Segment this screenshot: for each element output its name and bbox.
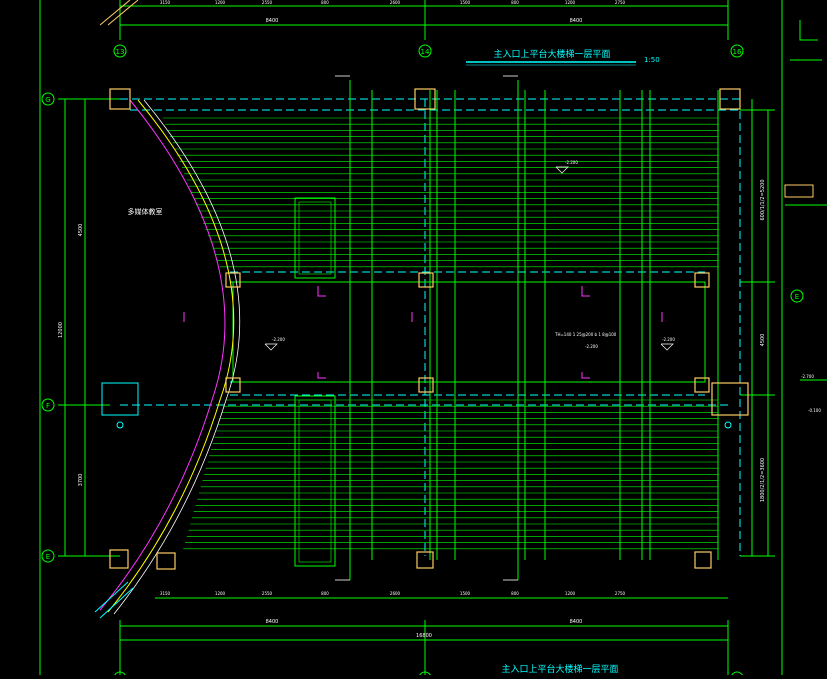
top-dim-0: 3150 bbox=[160, 0, 171, 5]
railing-end-top bbox=[99, 0, 139, 26]
right-detail bbox=[784, 20, 827, 381]
grid-label-14-top: 14 bbox=[421, 48, 430, 56]
bottom-dim-0: 3150 bbox=[160, 591, 171, 596]
grid-bubble-E bbox=[41, 549, 55, 563]
landing-platform bbox=[232, 281, 706, 383]
bottom-dim-8: 2750 bbox=[615, 591, 626, 596]
bottom-dim-7: 1200 bbox=[565, 591, 576, 596]
rebar-marks bbox=[183, 286, 663, 379]
right-dim-2: 4500 bbox=[760, 334, 766, 347]
top-dim-8: 2750 bbox=[615, 0, 626, 5]
top-dim-7: 1200 bbox=[565, 0, 576, 5]
grid-bubble-E-right bbox=[790, 289, 804, 303]
left-dim-2: 12000 bbox=[58, 322, 64, 338]
grid-bubble-14-top bbox=[418, 44, 432, 58]
slab-opening-upper bbox=[294, 197, 336, 279]
grid-bubble-F bbox=[41, 398, 55, 412]
left-dim-3: 3700 bbox=[78, 474, 84, 487]
structural-columns bbox=[109, 88, 749, 570]
drawing-title-bottom: 主入口上平台大楼梯一层平面 bbox=[501, 663, 618, 675]
bottom-total-dim-3: 16800 bbox=[416, 633, 432, 639]
grid-bubble-G bbox=[41, 92, 55, 106]
grid-bubble-13-top bbox=[113, 44, 127, 58]
drawing-title-top: 主入口上平台大楼梯一层平面 bbox=[493, 48, 610, 60]
bottom-dimension-chain bbox=[119, 597, 729, 675]
grid-label-13-top: 13 bbox=[116, 48, 125, 56]
top-dim-3: 800 bbox=[321, 0, 329, 5]
grid-bubble-16-top bbox=[730, 44, 744, 58]
top-dim-4: 2600 bbox=[390, 0, 401, 5]
top-total-dim-2: 8400 bbox=[570, 18, 583, 24]
railing-end bbox=[94, 581, 134, 619]
bottom-dim-1: 1200 bbox=[215, 591, 226, 596]
elevation-2: -2.200 bbox=[565, 160, 578, 165]
top-dim-2: 2550 bbox=[262, 0, 273, 5]
slab-opening-lower bbox=[294, 395, 336, 567]
pipe-symbol-right bbox=[724, 421, 732, 429]
right-section-elev: -0.100 bbox=[808, 408, 821, 413]
grid-label-F: F bbox=[46, 402, 50, 410]
grid-label-G: G bbox=[45, 96, 50, 104]
section-markers bbox=[335, 75, 518, 581]
right-dimension-chain bbox=[740, 99, 775, 557]
right-dim-1: 600/1/1/2=5200 bbox=[760, 179, 766, 220]
bottom-dim-5: 1500 bbox=[460, 591, 471, 596]
top-total-dim-1: 8400 bbox=[266, 18, 279, 24]
stair-note: TH=140 1 25@200 b 1 8@100 bbox=[554, 332, 617, 337]
left-dimension-chain bbox=[60, 98, 95, 557]
right-dim-3: 1800/2/1/2=3600 bbox=[760, 458, 766, 502]
elevation-3: -2.200 bbox=[662, 337, 675, 342]
slab-opening-upper-inner bbox=[298, 201, 332, 275]
elevation-marks bbox=[264, 166, 674, 351]
elevation-1: -2.200 bbox=[272, 337, 285, 342]
stair-stringers bbox=[349, 80, 719, 580]
left-dim-1: 4500 bbox=[78, 224, 84, 237]
bottom-dimension-texts: 3150 1200 2550 800 2600 1500 800 1200 2750 bbox=[160, 591, 626, 596]
stair-treads bbox=[163, 117, 718, 550]
drawing-scale-top: 1:50 bbox=[644, 56, 660, 64]
bottom-dim-3: 800 bbox=[321, 591, 329, 596]
row-grid-lines bbox=[58, 98, 120, 557]
slab-opening-lower-inner bbox=[298, 399, 332, 563]
bottom-dim-2: 2550 bbox=[262, 591, 273, 596]
bottom-dim-4: 2600 bbox=[390, 591, 401, 596]
pipe-symbol-left bbox=[116, 421, 124, 429]
elevation-5: -2.200 bbox=[585, 344, 598, 349]
bottom-total-dim-2: 8400 bbox=[570, 619, 583, 625]
top-dimension-texts: 3150 1200 2550 800 2600 1500 800 1200 2750 bbox=[160, 0, 626, 5]
grid-label-E: E bbox=[46, 553, 50, 561]
room-label: 多媒体教室 bbox=[128, 207, 163, 216]
curved-wall bbox=[99, 99, 241, 615]
top-dim-5: 1500 bbox=[460, 0, 471, 5]
opening-cyan bbox=[101, 382, 139, 416]
elevation-4: -2.700 bbox=[801, 374, 814, 379]
top-dim-1: 1200 bbox=[215, 0, 226, 5]
top-dim-6: 800 bbox=[511, 0, 519, 5]
top-dimension-chain bbox=[119, 0, 729, 40]
bottom-total-dim-1: 8400 bbox=[266, 619, 279, 625]
bottom-dim-6: 800 bbox=[511, 591, 519, 596]
grid-label-E-right: E bbox=[795, 293, 799, 301]
grid-label-16-top: 16 bbox=[733, 48, 742, 56]
